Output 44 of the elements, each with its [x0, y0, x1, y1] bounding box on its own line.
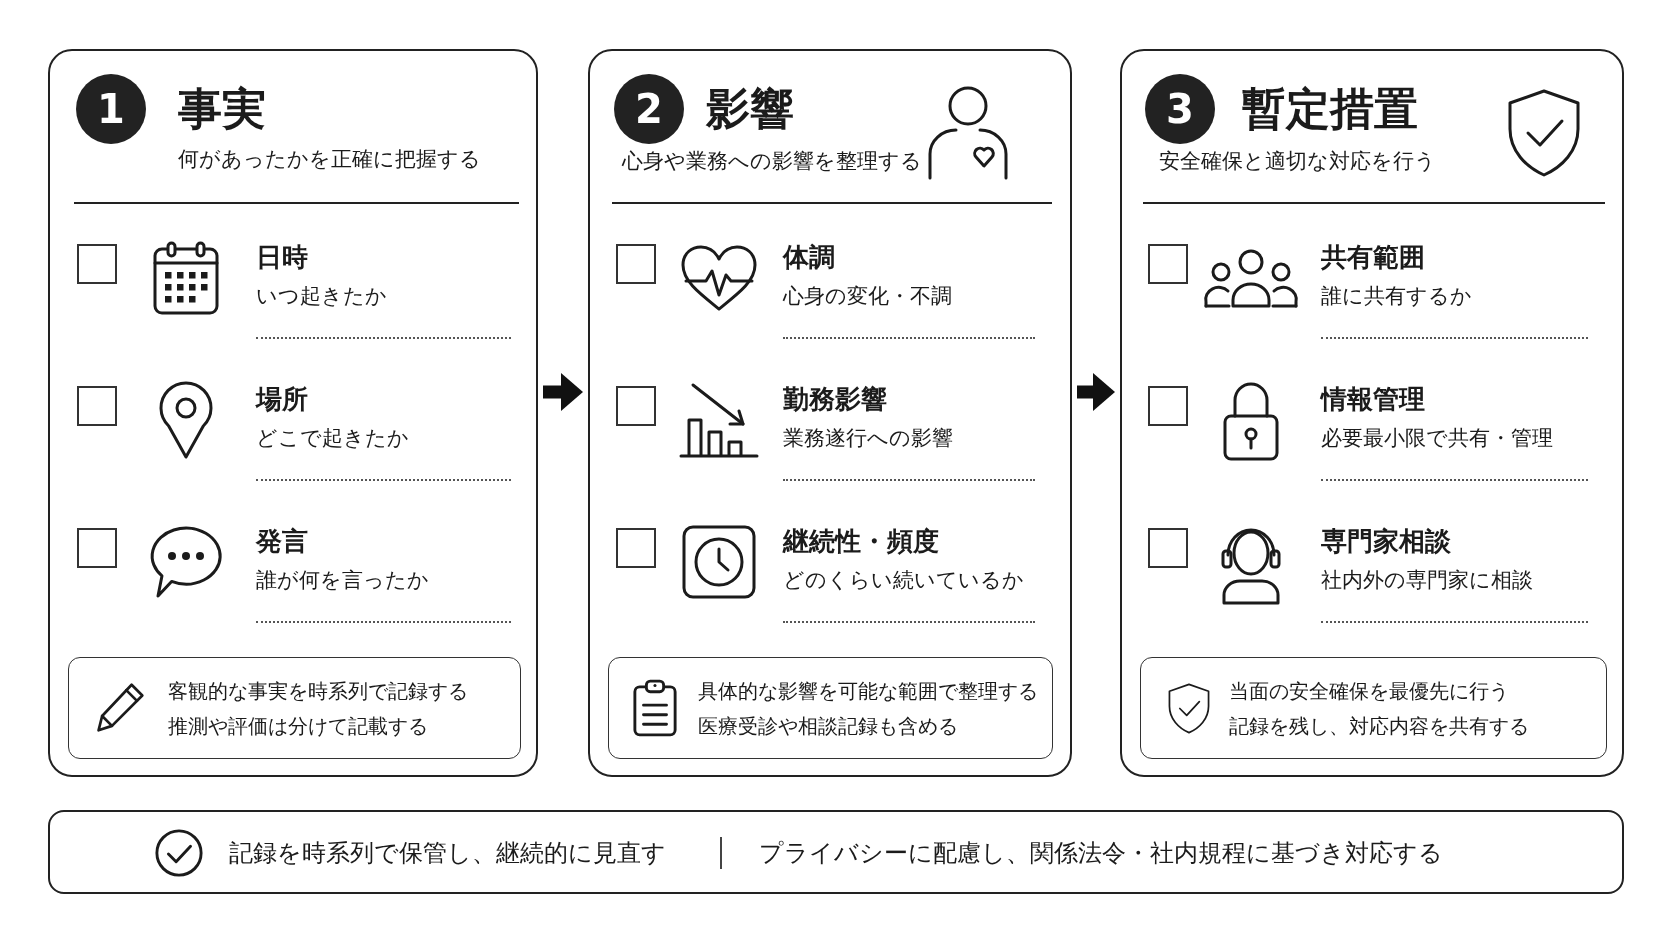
number-badge: 3 [1145, 74, 1215, 144]
note-text: 医療受診や相談記録も含める [698, 713, 958, 738]
item-heading: 勤務影響 [783, 384, 887, 416]
note-box [1140, 657, 1607, 759]
step-title: 影響 [706, 82, 794, 136]
step-title: 暫定措置 [1242, 82, 1418, 136]
step-subtitle: 何があったかを正確に把握する [178, 147, 481, 173]
note-box [68, 657, 521, 759]
note-text: 推測や評価は分けて記載する [168, 713, 428, 738]
number-badge: 1 [76, 74, 146, 144]
note-text: 客観的な事実を時系列で記録する [168, 678, 468, 703]
item-description: 心身の変化・不調 [783, 283, 952, 309]
step-subtitle: 安全確保と適切な対応を行う [1159, 149, 1436, 175]
item-heading: 専門家相談 [1321, 526, 1451, 558]
item-heading: 発言 [256, 526, 308, 558]
step-panel [588, 49, 1072, 777]
summary-text: プライバシーに配慮し、関係法令・社内規程に基づき対応する [759, 838, 1443, 868]
note-box [608, 657, 1053, 759]
step-subtitle: 心身や業務への影響を整理する [622, 149, 922, 175]
item-heading: 場所 [256, 384, 308, 416]
step-title: 事実 [178, 82, 266, 136]
item-description: いつ起きたか [256, 283, 387, 309]
item-description: 誰が何を言ったか [256, 567, 429, 593]
step-panel [48, 49, 538, 777]
item-heading: 共有範囲 [1321, 242, 1425, 274]
item-description: 社内外の専門家に相談 [1321, 567, 1533, 593]
note-text: 具体的な影響を可能な範囲で整理する [698, 678, 1038, 703]
item-heading: 情報管理 [1321, 384, 1425, 416]
note-text: 当面の安全確保を最優先に行う [1229, 678, 1509, 703]
item-heading: 体調 [783, 242, 835, 274]
item-description: どのくらい続いているか [783, 567, 1024, 593]
item-heading: 継続性・頻度 [783, 526, 939, 558]
arrow [543, 373, 583, 411]
item-heading: 日時 [256, 242, 308, 274]
summary-bar [48, 810, 1624, 894]
arrow [1077, 373, 1115, 411]
note-text: 記録を残し、対応内容を共有する [1229, 713, 1529, 738]
item-description: 業務遂行への影響 [783, 425, 953, 451]
item-description: 誰に共有するか [1321, 283, 1472, 309]
number-badge: 2 [614, 74, 684, 144]
item-description: 必要最小限で共有・管理 [1321, 425, 1553, 451]
summary-text: 記録を時系列で保管し、継続的に見直す [229, 838, 666, 868]
item-description: どこで起きたか [256, 425, 409, 451]
step-panel [1120, 49, 1624, 777]
